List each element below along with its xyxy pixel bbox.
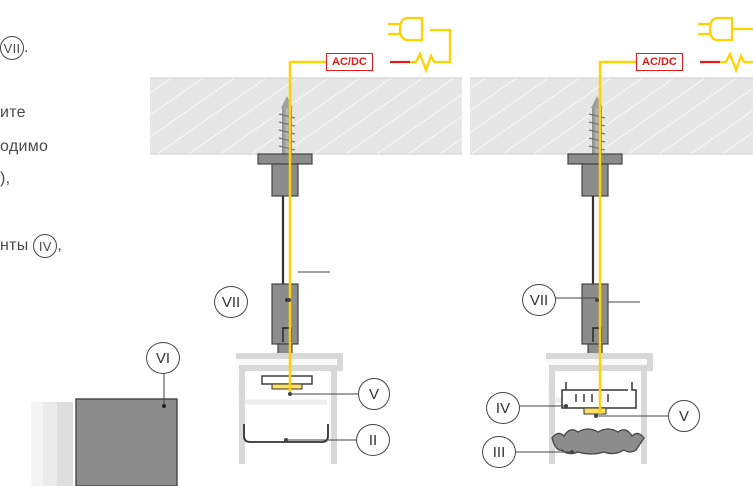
marker-badge-iv: IV <box>33 234 58 258</box>
right-adjuster <box>581 283 609 357</box>
left-ceiling-bracket <box>257 153 313 197</box>
left-power-label: AC/DC <box>326 53 373 71</box>
instruction-line-1-suffix: . <box>24 39 29 57</box>
instruction-line-5-text: нты <box>0 237 29 255</box>
marker-vii-left: VII <box>214 286 248 318</box>
left-plug-icon <box>388 16 424 42</box>
right-power-label: AC/DC <box>636 53 683 71</box>
instruction-line-3: одимо <box>0 138 49 155</box>
marker-iii: III <box>482 436 516 468</box>
instruction-line-4: ), <box>0 170 10 188</box>
instruction-line-2: ите <box>0 104 26 121</box>
right-power-supply-line <box>598 51 753 414</box>
left-adjuster <box>271 283 299 357</box>
left-profile <box>236 353 343 464</box>
marker-iv: IV <box>486 392 520 424</box>
marker-v-left: V <box>358 378 390 410</box>
right-ceiling-bracket <box>567 153 623 197</box>
right-ceiling <box>470 77 753 155</box>
marker-vii-right: VII <box>522 284 556 316</box>
left-ceiling <box>150 77 462 155</box>
instruction-line-5: нты IV, <box>0 234 62 258</box>
marker-v-right: V <box>668 400 700 432</box>
marker-badge-vii: VII <box>0 36 24 60</box>
left-power-supply-line <box>288 28 452 392</box>
right-plug-icon <box>698 16 753 42</box>
right-diffuser <box>551 428 645 455</box>
instruction-line-4-suffix: ), <box>0 170 11 187</box>
lamp-module <box>31 362 178 486</box>
marker-vi: VI <box>146 342 180 374</box>
marker-ii: II <box>356 424 390 456</box>
instruction-line-5-suffix: , <box>57 237 63 255</box>
instruction-line-1: VII. <box>0 36 29 60</box>
